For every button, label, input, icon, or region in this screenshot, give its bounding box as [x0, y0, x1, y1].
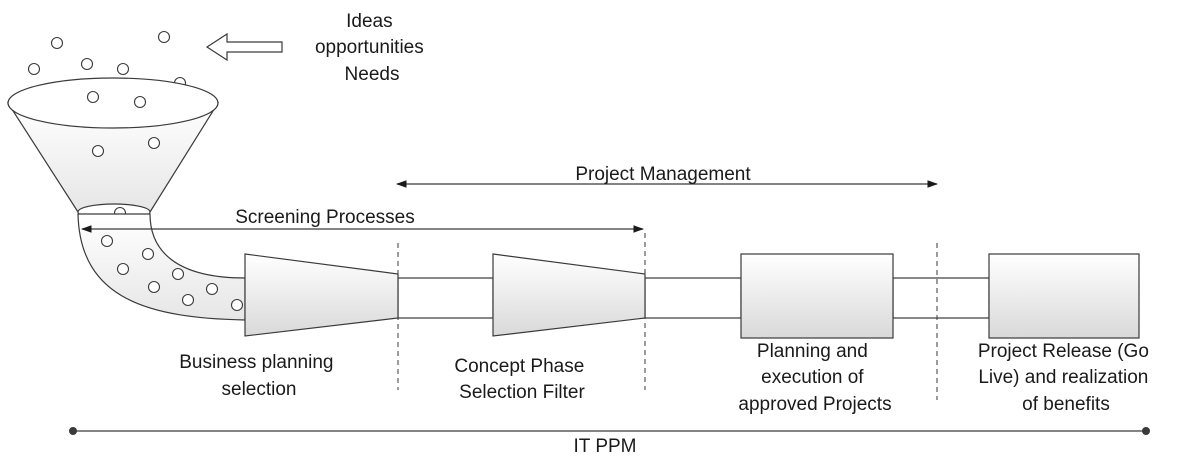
funnel: [6, 77, 220, 221]
input-label-line: opportunities: [315, 37, 424, 58]
timeline-start-dot: [69, 427, 77, 435]
bubble: [100, 234, 114, 248]
bend-pipe-body: [77, 213, 246, 321]
timeline-end-dot: [1142, 427, 1150, 435]
bubble: [171, 267, 185, 281]
stage-3-label-line: approved Projects: [738, 394, 891, 415]
stage-1-filter: [244, 253, 399, 337]
stage-2-label: Concept Phase Selection Filter: [454, 356, 589, 403]
bubble: [86, 90, 100, 104]
bubble: [116, 62, 130, 76]
bubble: [147, 280, 161, 294]
stage-2-label-line: Selection Filter: [459, 382, 585, 403]
stage-4-label-line: Live) and realization: [978, 367, 1148, 388]
pipe-segment: [644, 277, 742, 319]
stage-1-label-line: selection: [222, 379, 297, 400]
pipe-segment: [397, 277, 494, 319]
screening-label: Screening Processes: [235, 207, 415, 228]
bubble: [141, 247, 155, 261]
stage-shapes: [244, 253, 1140, 339]
input-arrow: [205, 32, 283, 62]
pipes: [397, 277, 990, 319]
stage-4-label-line: of benefits: [1022, 394, 1110, 415]
stage-4-label: Project Release (Go Live) and realizatio…: [978, 341, 1154, 415]
stage-4-label-line: Project Release (Go: [978, 341, 1149, 362]
bubble: [157, 30, 171, 44]
bubble: [80, 57, 94, 71]
pipe-segment: [892, 277, 990, 319]
stage-1-label: Business planning selection: [179, 352, 339, 400]
bend-pipe: [77, 213, 246, 321]
funnel-mouth: [7, 77, 219, 129]
stage-3-label-line: execution of: [761, 367, 864, 388]
input-label-line: Ideas: [346, 11, 392, 32]
stage-3-label-line: Planning and: [757, 341, 868, 362]
bubble: [205, 282, 219, 296]
bubble: [116, 262, 130, 276]
bubble: [181, 293, 195, 307]
bubble: [91, 144, 105, 158]
input-label-line: Needs: [345, 64, 400, 85]
stage-1-label-line: Business planning: [179, 352, 333, 373]
stage-2-label-line: Concept Phase: [454, 356, 584, 377]
stage-4-box: [988, 253, 1140, 339]
stage-2-filter: [492, 253, 646, 337]
bubble: [147, 136, 161, 150]
bubble: [133, 95, 147, 109]
bubble: [27, 62, 41, 76]
project-management-label: Project Management: [575, 164, 751, 185]
phase-separators: [397, 233, 938, 400]
bubble: [50, 36, 64, 50]
input-label: Ideas opportunities Needs: [315, 11, 429, 85]
stage-3-box: [740, 253, 894, 339]
bubble: [230, 298, 244, 312]
stage-3-label: Planning and execution of approved Proje…: [738, 341, 891, 415]
it-ppm-label: IT PPM: [574, 436, 637, 457]
